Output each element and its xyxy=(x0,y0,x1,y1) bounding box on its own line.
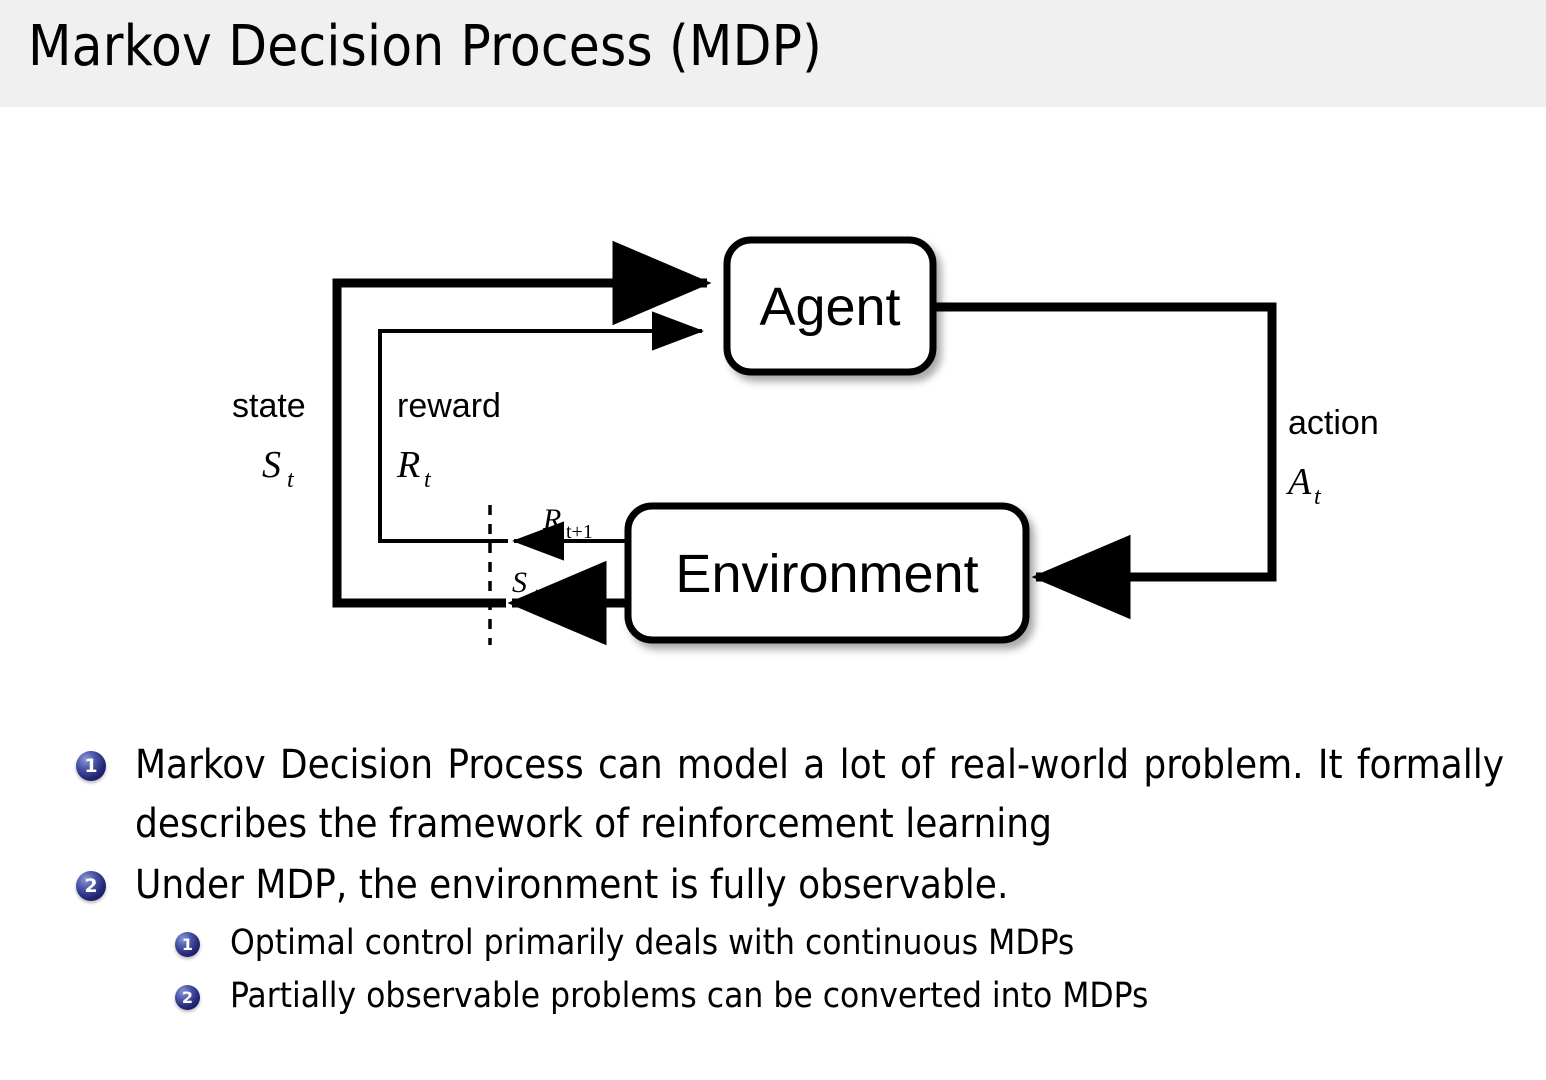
reward-label-symbol: R xyxy=(396,444,420,486)
state-label-symbol: S xyxy=(262,444,281,486)
list-item: 1 Optimal control primarily deals with c… xyxy=(0,917,1546,970)
reward-label-word: reward xyxy=(397,387,501,425)
bullet-marker-1: 1 xyxy=(76,751,106,781)
bullet-text: Markov Decision Process can model a lot … xyxy=(135,742,1504,847)
next-reward-label-group: R t+1 xyxy=(542,503,593,543)
agent-node: Agent xyxy=(723,236,937,376)
next-state-symbol: S xyxy=(512,566,527,599)
agent-node-label: Agent xyxy=(759,277,900,337)
sub-bullet-text: Optimal control primarily deals with con… xyxy=(230,923,1075,963)
action-label-subscript: t xyxy=(1314,484,1322,510)
list-item: 2 Partially observable problems can be c… xyxy=(0,970,1546,1023)
action-label-word: action xyxy=(1288,404,1379,442)
mdp-diagram: Agent Environment state S t reward R t a… xyxy=(0,107,1546,707)
state-label-word: state xyxy=(232,387,306,425)
next-state-subscript: t+1 xyxy=(534,584,561,606)
list-item: 1 Markov Decision Process can model a lo… xyxy=(0,736,1546,854)
edge-state-to-agent xyxy=(332,240,712,646)
next-reward-subscript: t+1 xyxy=(566,521,593,543)
bullet-list: 1 Markov Decision Process can model a lo… xyxy=(0,736,1546,1023)
reward-label-group: reward R t xyxy=(396,387,501,493)
reward-label-subscript: t xyxy=(424,467,432,493)
next-reward-symbol: R xyxy=(542,503,561,536)
list-item: 2 Under MDP, the environment is fully ob… xyxy=(0,856,1546,915)
bullet-marker-2: 2 xyxy=(76,871,106,901)
environment-node: Environment xyxy=(624,502,1030,644)
sub-bullet-text: Partially observable problems can be con… xyxy=(230,976,1149,1016)
slide-header-bar xyxy=(0,0,1546,107)
action-label-symbol: A xyxy=(1285,461,1312,503)
edge-reward-to-agent xyxy=(378,311,704,561)
edge-action-to-environment xyxy=(933,302,1277,620)
page-title: Markov Decision Process (MDP) xyxy=(28,14,823,79)
sub-bullet-marker-1: 1 xyxy=(175,932,200,957)
state-label-group: state S t xyxy=(232,387,306,493)
next-state-label-group: S t+1 xyxy=(512,566,561,606)
action-label-group: action A t xyxy=(1285,404,1379,510)
sub-bullet-marker-2: 2 xyxy=(175,985,200,1010)
environment-node-label: Environment xyxy=(675,544,978,604)
bullet-text: Under MDP, the environment is fully obse… xyxy=(135,862,1009,908)
state-label-subscript: t xyxy=(287,467,295,493)
